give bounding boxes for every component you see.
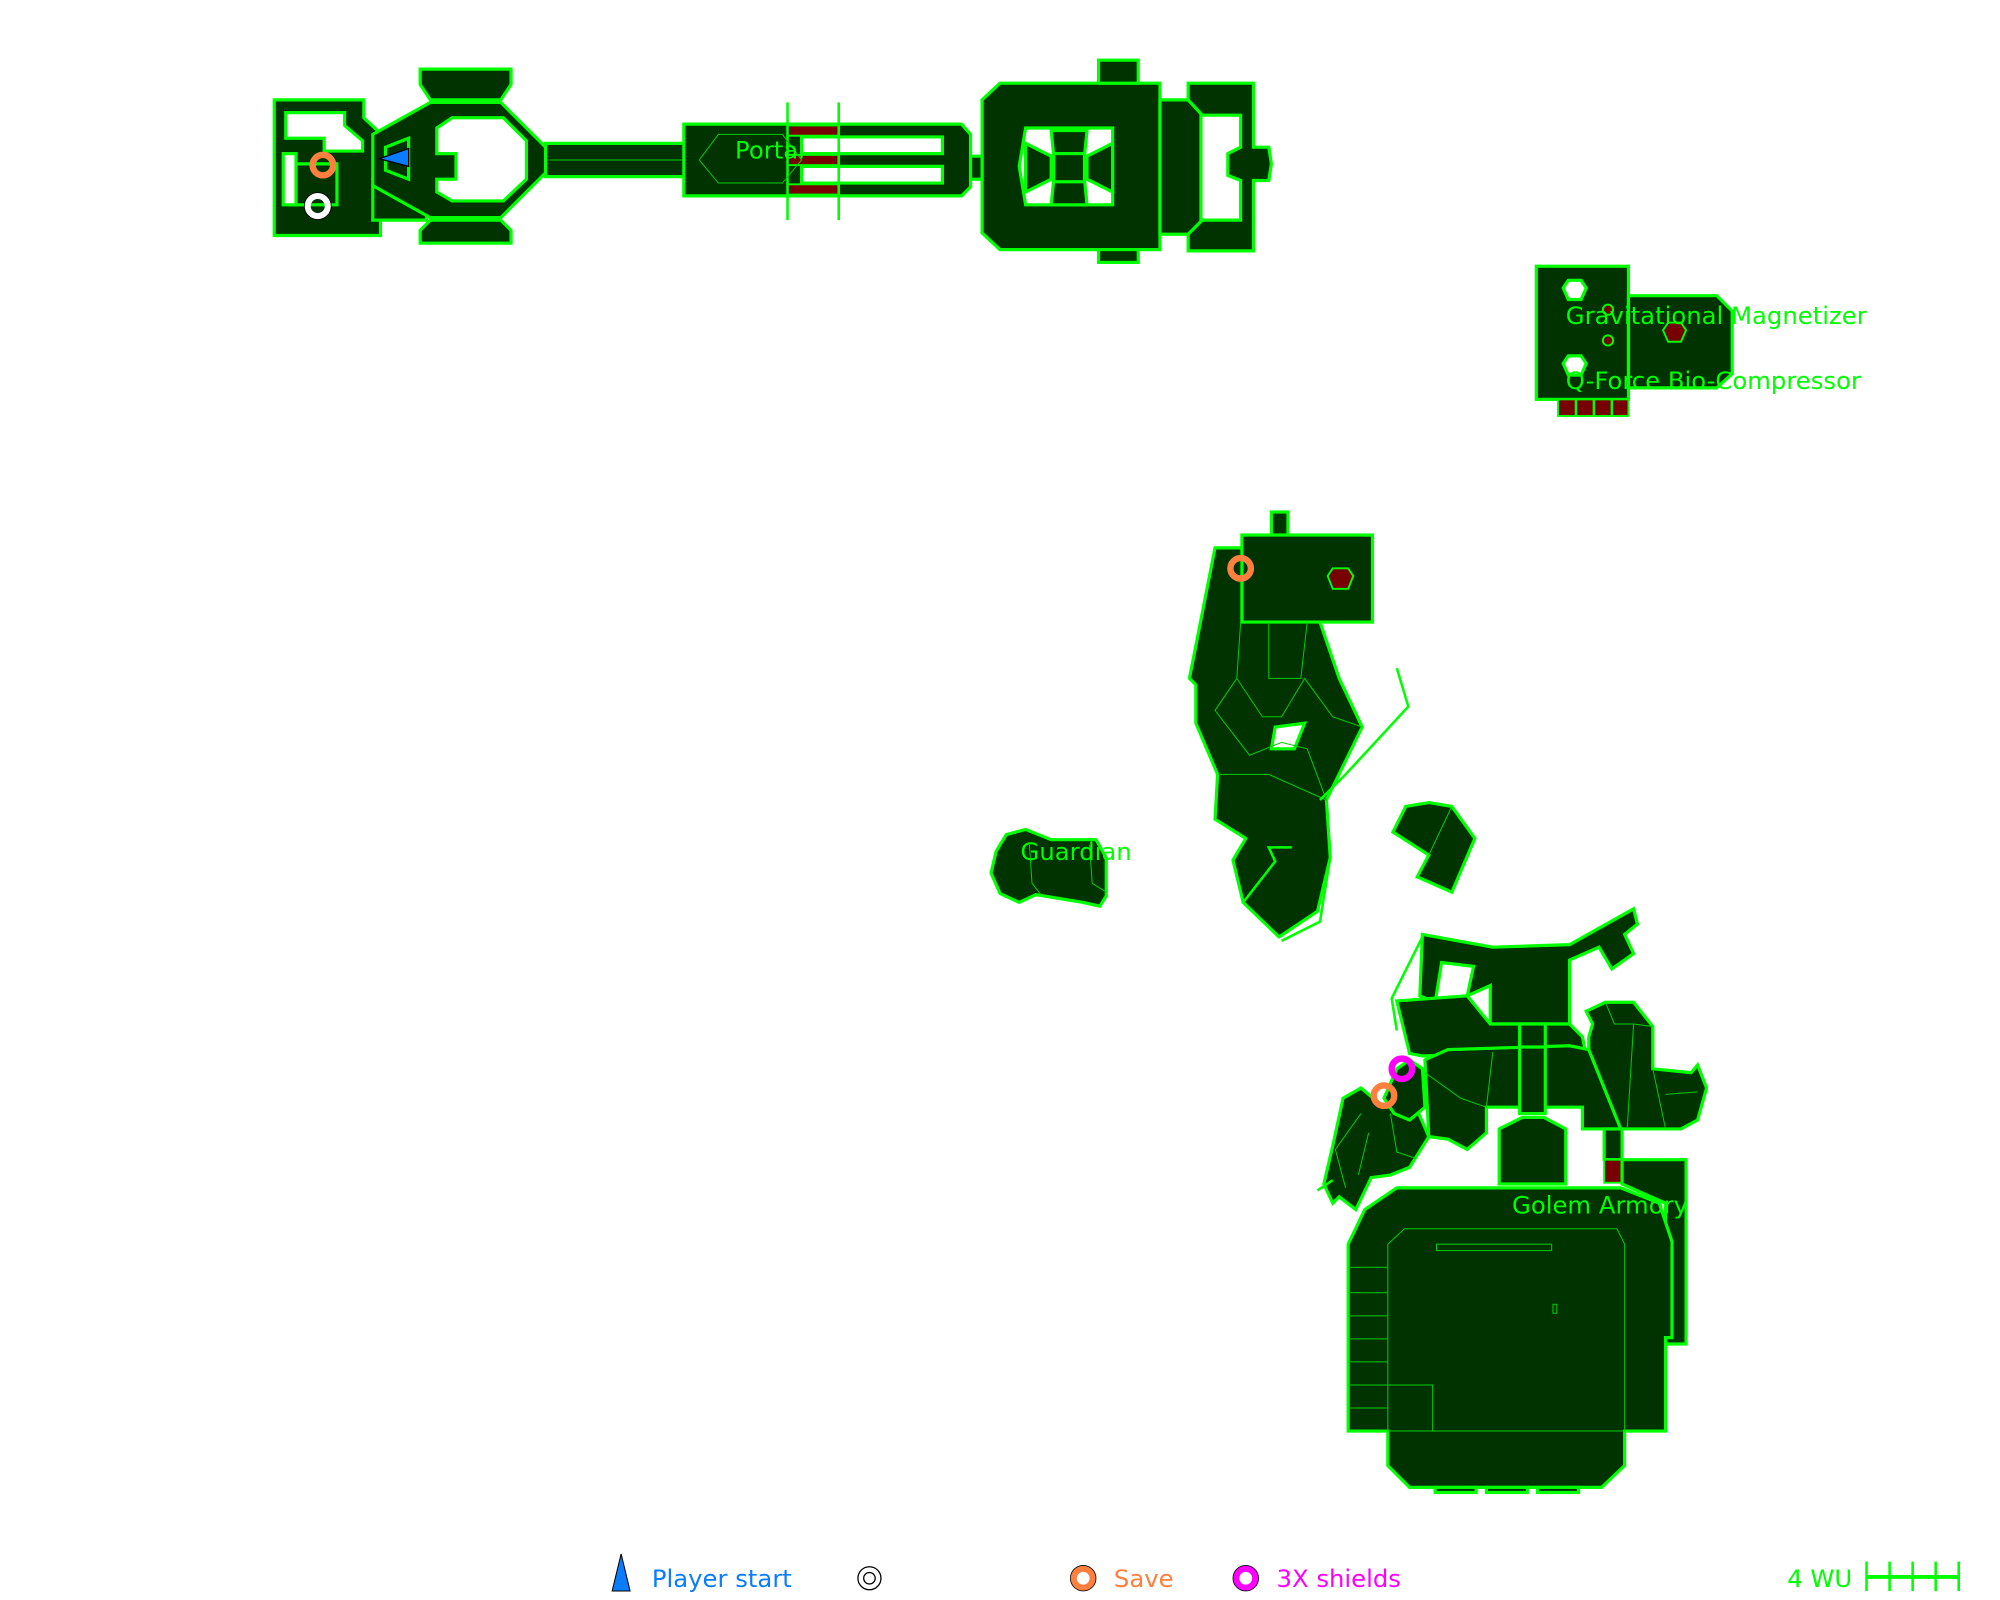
item-room: Gravitational Magnetizer Q-Force Bio-Com… <box>1534 264 1867 417</box>
scale-bar <box>1865 1561 1960 1592</box>
guardian-room: Guardian <box>989 827 1132 909</box>
label-golem-armory: Golem Armory <box>1512 1190 1688 1219</box>
save-marker <box>1227 554 1255 582</box>
golem-armory-complex: Golem Armory <box>1316 906 1709 1495</box>
legend-scale-label: 4 WU <box>1787 1564 1852 1593</box>
player-start-marker <box>377 147 410 168</box>
central-hub <box>968 58 1273 264</box>
save-marker <box>309 151 337 179</box>
label-qforce-bio-compressor: Q-Force Bio-Compressor <box>1566 366 1861 395</box>
label-gravitational-magnetizer: Gravitational Magnetizer <box>1566 301 1867 330</box>
label-portal: Portal <box>735 136 805 165</box>
shields-marker <box>1388 1055 1416 1083</box>
player-start-legend-icon <box>611 1553 631 1592</box>
legend-player-start: Player start <box>652 1564 792 1593</box>
legend-shields: 3X shields <box>1276 1564 1401 1593</box>
portal-room: Portal <box>682 102 973 221</box>
legend: Player start Save 3X shields 4 WU <box>611 1553 1960 1593</box>
save-legend-icon <box>1070 1565 1096 1592</box>
markers <box>303 147 1416 1110</box>
cave-area <box>1187 510 1477 942</box>
item-legend-icon <box>857 1566 882 1591</box>
start-area <box>272 67 688 245</box>
unknown-item-marker <box>304 192 332 220</box>
shields-legend-icon <box>1232 1565 1259 1592</box>
label-guardian: Guardian <box>1020 837 1131 866</box>
save-marker <box>1370 1082 1398 1110</box>
legend-save: Save <box>1114 1564 1174 1593</box>
